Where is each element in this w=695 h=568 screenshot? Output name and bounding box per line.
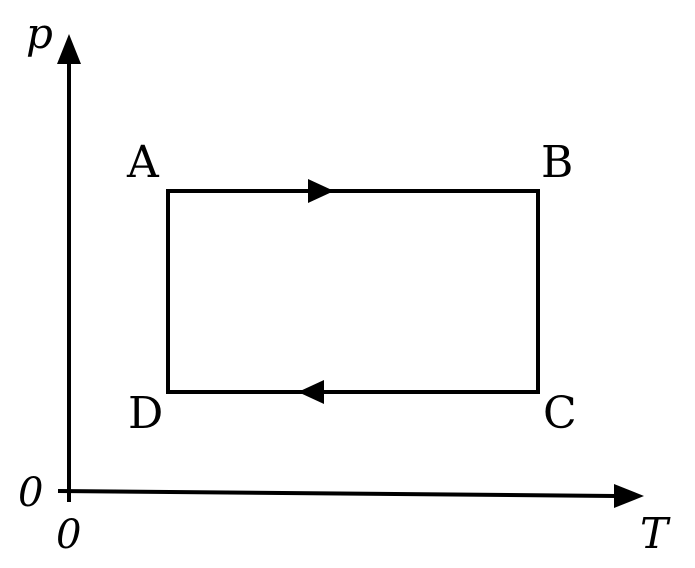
y-axis-arrowhead (57, 34, 81, 64)
point-label-a: A (126, 137, 160, 188)
point-label-c: C (543, 388, 577, 439)
origin-y-label: 0 (18, 470, 43, 516)
x-axis (57, 489, 616, 498)
x-axis-arrowhead (614, 484, 644, 508)
point-label-b: B (541, 137, 573, 188)
point-label-d: D (128, 388, 163, 439)
y-axis-label: p (26, 9, 53, 58)
x-axis-label: T (640, 509, 671, 558)
cycle-path (166, 189, 540, 394)
origin-x-label: 0 (56, 512, 81, 558)
arrow-c-to-d-icon (298, 380, 324, 404)
arrow-a-to-b-icon (308, 179, 334, 203)
